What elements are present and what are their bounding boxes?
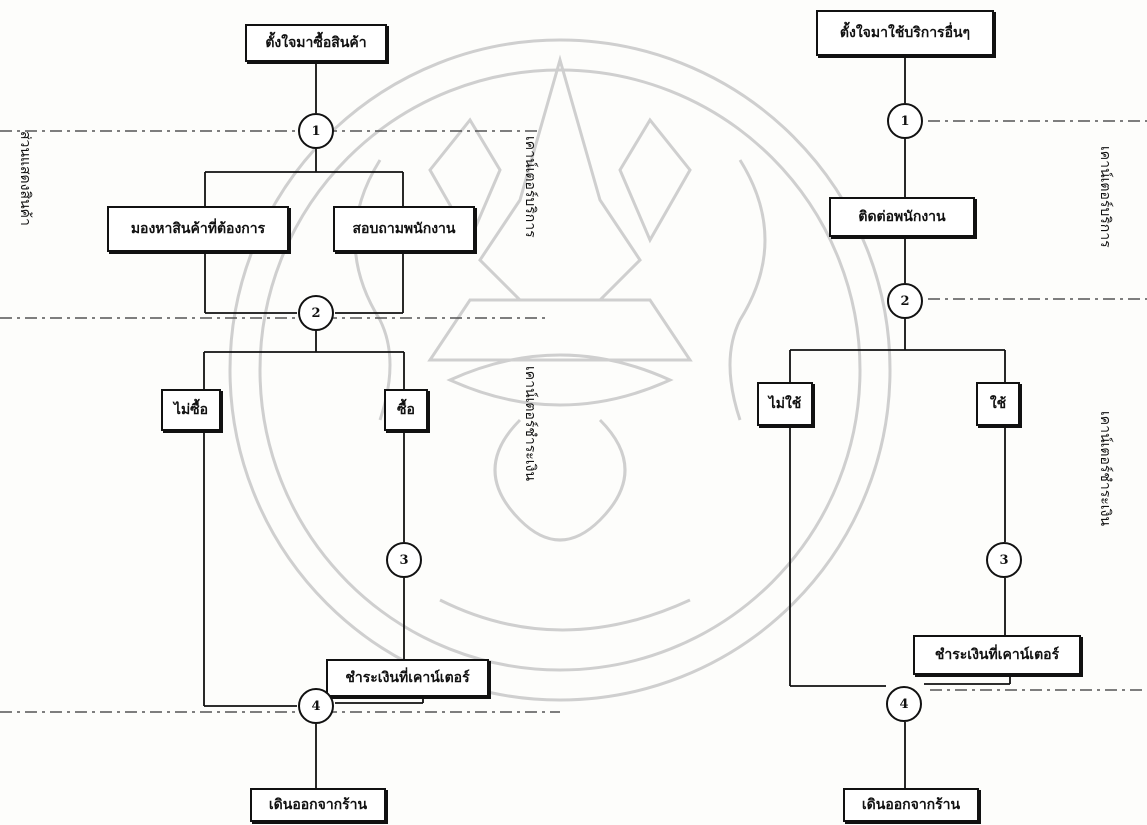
right-not-use-box: ไม่ใช้ bbox=[757, 382, 813, 426]
zone-label-right-service-counter: เคาน์เตอร์บริการ bbox=[1097, 146, 1113, 248]
left-ask-staff-label: สอบถามพนักงาน bbox=[352, 221, 456, 237]
left-look-for-product-label: มองหาสินค้าที่ต้องการ bbox=[130, 221, 266, 237]
left-start-box: ตั้งใจมาซื้อสินค้า bbox=[245, 24, 387, 62]
right-node-3: 3 bbox=[986, 542, 1022, 578]
left-node-1: 1 bbox=[298, 113, 334, 149]
left-look-for-product-box: มองหาสินค้าที่ต้องการ bbox=[107, 206, 289, 252]
zone-label-left-payment-counter: เคาน์เตอร์ชำระเงิน bbox=[522, 366, 538, 481]
left-not-buy-label: ไม่ซื้อ bbox=[173, 402, 209, 418]
zone-label-left-service-counter: เคาน์เตอร์บริการ bbox=[522, 136, 538, 238]
left-payment-box: ชำระเงินที่เคาน์เตอร์ bbox=[326, 659, 489, 697]
left-ask-staff-box: สอบถามพนักงาน bbox=[333, 206, 475, 252]
right-exit-label: เดินออกจากร้าน bbox=[861, 797, 961, 813]
right-contact-staff-box: ติดต่อพนักงาน bbox=[829, 197, 975, 237]
left-exit-box: เดินออกจากร้าน bbox=[250, 788, 386, 822]
left-buy-label: ซื้อ bbox=[397, 402, 415, 418]
right-node-1: 1 bbox=[887, 103, 923, 139]
left-not-buy-box: ไม่ซื้อ bbox=[161, 389, 221, 431]
right-node-2: 2 bbox=[887, 283, 923, 319]
right-node-4: 4 bbox=[886, 686, 922, 722]
left-node-2: 2 bbox=[298, 295, 334, 331]
right-use-label: ใช้ bbox=[989, 396, 1007, 412]
left-node-3: 3 bbox=[386, 542, 422, 578]
left-buy-box: ซื้อ bbox=[384, 389, 428, 431]
right-start-box: ตั้งใจมาใช้บริการอื่นๆ bbox=[816, 10, 994, 56]
right-use-box: ใช้ bbox=[976, 382, 1020, 426]
right-not-use-label: ไม่ใช้ bbox=[768, 396, 802, 412]
right-contact-staff-label: ติดต่อพนักงาน bbox=[858, 209, 946, 225]
right-payment-label: ชำระเงินที่เคาน์เตอร์ bbox=[934, 647, 1060, 663]
left-node-4: 4 bbox=[298, 688, 334, 724]
zone-label-sales-area: ส่วนแสดงสินค้า bbox=[17, 131, 33, 226]
left-payment-label: ชำระเงินที่เคาน์เตอร์ bbox=[345, 670, 470, 686]
left-exit-label: เดินออกจากร้าน bbox=[268, 797, 368, 813]
zone-label-right-payment-counter: เคาน์เตอร์ชำระเงิน bbox=[1097, 411, 1113, 526]
left-start-label: ตั้งใจมาซื้อสินค้า bbox=[265, 35, 367, 51]
right-exit-box: เดินออกจากร้าน bbox=[843, 788, 979, 822]
right-payment-box: ชำระเงินที่เคาน์เตอร์ bbox=[913, 635, 1081, 675]
right-start-label: ตั้งใจมาใช้บริการอื่นๆ bbox=[839, 25, 971, 41]
